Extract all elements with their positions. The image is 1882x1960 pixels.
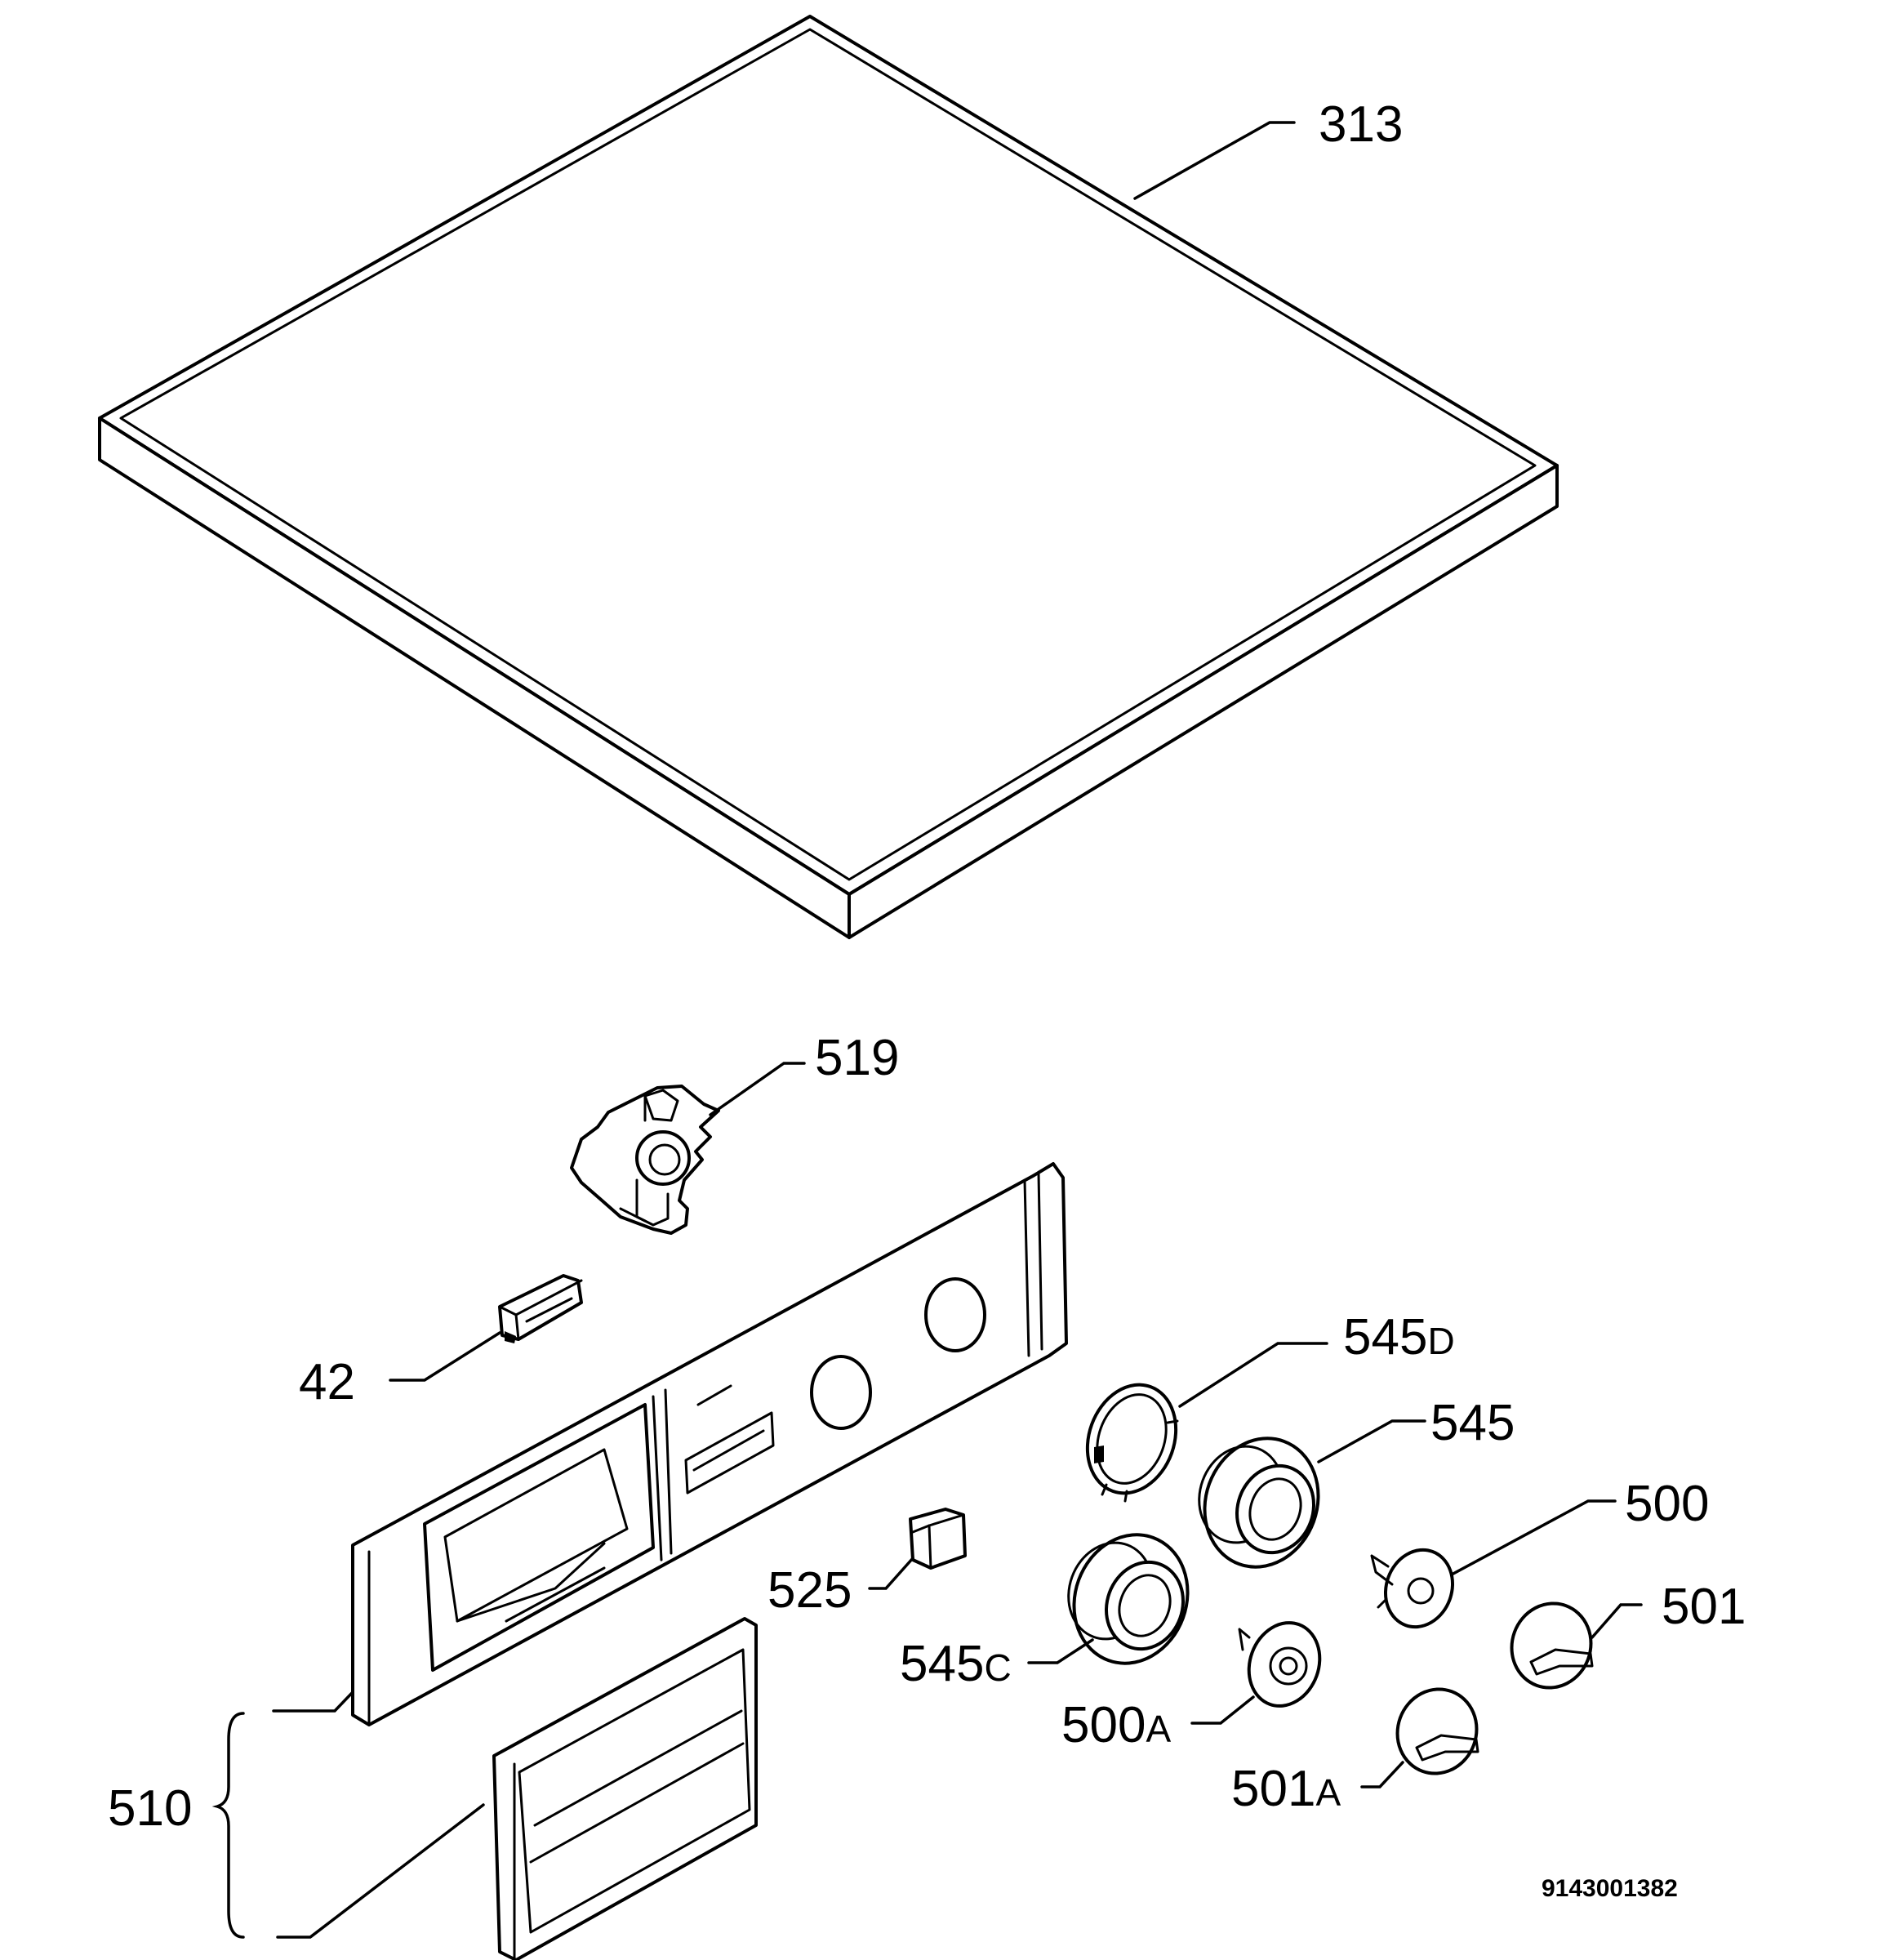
leader-545 <box>1317 1419 1426 1463</box>
leader-313 <box>1133 121 1296 200</box>
callout-525: 525 <box>767 1562 852 1619</box>
part-519-bracket <box>570 1085 720 1235</box>
leader-519 <box>709 1062 806 1116</box>
leader-501 <box>1591 1603 1643 1639</box>
drawing-number: 9143001382 <box>1542 1875 1678 1902</box>
part-313-top-cover <box>98 15 1559 939</box>
callout-510: 510 <box>108 1780 192 1837</box>
callout-545d: 545D <box>1343 1309 1455 1365</box>
leader-510-drawer <box>276 1803 485 1939</box>
callout-42: 42 <box>299 1354 355 1410</box>
leader-545d <box>1178 1342 1328 1408</box>
callout-545c: 545C <box>900 1636 1012 1692</box>
callout-313: 313 <box>1319 96 1403 153</box>
part-545-knob <box>1198 1437 1320 1569</box>
part-42-clip <box>498 1274 583 1343</box>
callout-519: 519 <box>815 1030 899 1086</box>
callout-501a: 501A <box>1231 1761 1341 1817</box>
part-501-knob-cap <box>1510 1601 1594 1690</box>
brace-510 <box>211 1712 245 1939</box>
leader-510-panel <box>272 1690 354 1713</box>
part-545d-bezel-ring <box>1085 1383 1179 1503</box>
leader-501a <box>1360 1761 1404 1788</box>
leader-545c <box>1027 1638 1094 1664</box>
leader-lines <box>272 121 1643 1939</box>
part-510-dispenser-drawer <box>492 1617 758 1960</box>
leader-500a <box>1190 1695 1255 1725</box>
callout-labels: 313 519 42 545D 545 500 525 501 545C 500… <box>108 96 1746 1837</box>
part-525-push-switch <box>909 1508 967 1570</box>
part-501a-knob-cap <box>1395 1687 1479 1775</box>
part-510-control-panel <box>351 1162 1068 1726</box>
callout-545: 545 <box>1430 1395 1515 1451</box>
part-500-knob-insert <box>1370 1548 1455 1629</box>
callout-500a: 500A <box>1061 1697 1171 1753</box>
part-545c-knob <box>1067 1533 1190 1665</box>
part-500a-knob-insert <box>1238 1621 1322 1708</box>
leader-500 <box>1450 1499 1617 1576</box>
callout-501: 501 <box>1662 1579 1746 1635</box>
leader-525 <box>868 1557 914 1590</box>
leader-42 <box>389 1331 501 1382</box>
callout-500: 500 <box>1625 1476 1709 1532</box>
